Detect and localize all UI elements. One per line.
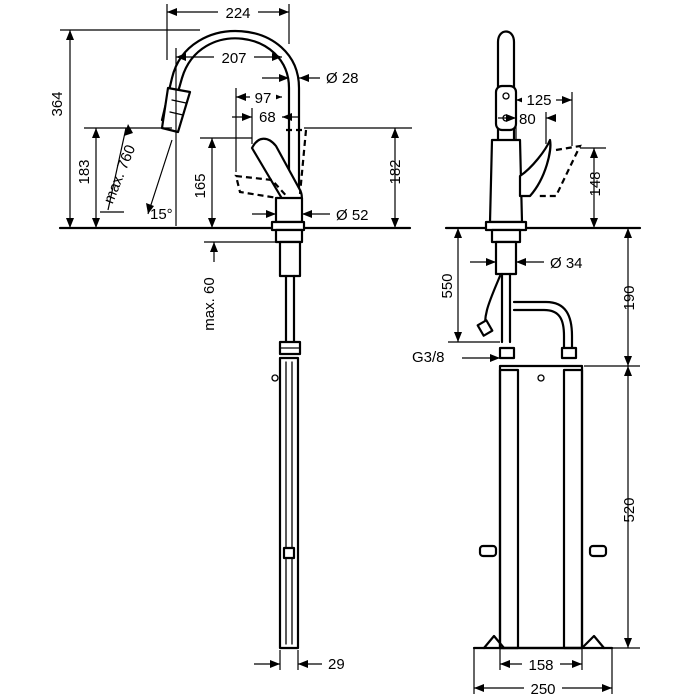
dim-lever-offset-front: 80 [519, 111, 536, 128]
spout [168, 37, 291, 202]
dim-hose-extension: max. 760 [100, 143, 139, 207]
shank [278, 240, 302, 278]
dim-weight-box-height: 520 [621, 497, 638, 522]
dim-hose-length: 550 [439, 273, 456, 298]
dim-lever-reach: 97 [255, 90, 272, 107]
dim-total-height: 364 [49, 91, 66, 116]
dim-body-height: 182 [387, 159, 404, 184]
dim-lever-reach-front: 125 [526, 92, 551, 109]
front-view: 125 80 148 Ø 34 550 190 G3/8 [412, 30, 642, 698]
dim-connection-height: 190 [621, 285, 638, 310]
dim-connection-thread: G3/8 [412, 349, 445, 366]
dim-inner-width: 158 [528, 657, 553, 674]
spout-front [496, 30, 516, 142]
dim-max-thickness: max. 60 [201, 277, 218, 330]
dim-spray-angle: 15° [150, 206, 173, 223]
lever-front [518, 138, 552, 198]
dim-total-width: 250 [530, 681, 555, 698]
tap-body-front [488, 138, 524, 224]
dim-spout-diameter: Ø 28 [326, 70, 359, 87]
hose-guide-side [278, 356, 300, 650]
dim-spout-reach: 224 [225, 5, 250, 22]
dim-hose-width: 29 [328, 656, 345, 673]
dim-spout-arc-reach: 207 [221, 50, 246, 67]
dim-outlet-height: 183 [76, 159, 93, 184]
dim-base-diameter: Ø 52 [336, 207, 369, 224]
tap-body [274, 196, 304, 224]
dim-lever-height-front: 148 [587, 171, 604, 196]
dim-lever-offset: 68 [259, 109, 276, 126]
shank-front [494, 240, 518, 276]
dim-shank-diameter: Ø 34 [550, 255, 583, 272]
side-view: 224 207 Ø 28 97 68 364 [49, 3, 412, 673]
weight-box [498, 364, 584, 650]
dim-lever-height: 165 [192, 173, 209, 198]
